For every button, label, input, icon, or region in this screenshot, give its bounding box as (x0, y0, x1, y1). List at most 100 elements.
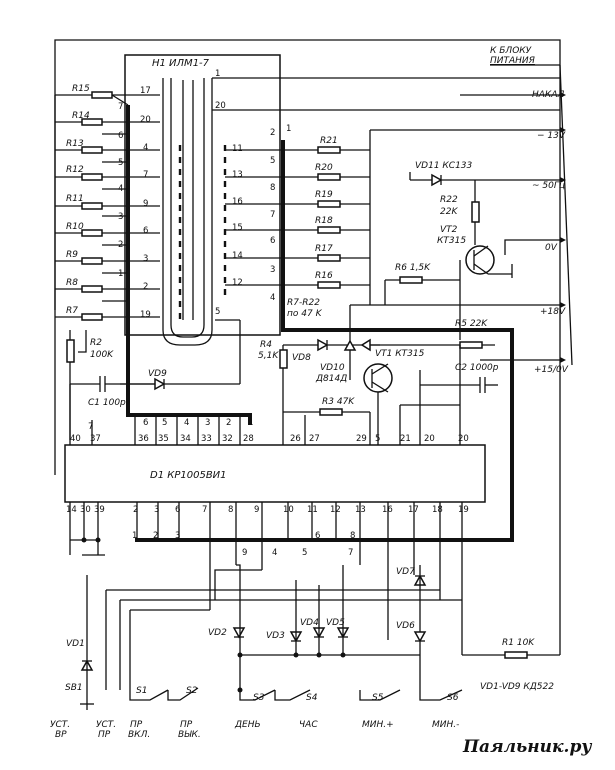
svg-text:8: 8 (350, 531, 355, 541)
svg-text:R3 47K: R3 47K (322, 397, 355, 407)
svg-text:VD5: VD5 (326, 618, 345, 628)
chip-d1: D1 КР1005ВИ1 40 7 37 6 36 5 35 4 34 3 33… (64, 384, 486, 556)
svg-text:18: 18 (432, 505, 443, 515)
svg-text:30: 30 (80, 505, 91, 515)
svg-text:ПР: ПР (98, 730, 111, 740)
svg-text:КТ315: КТ315 (437, 236, 466, 246)
svg-text:3: 3 (205, 418, 210, 428)
svg-text:R14: R14 (72, 111, 90, 121)
svg-text:+18V: +18V (540, 307, 566, 317)
svg-text:32: 32 (222, 434, 233, 444)
svg-text:1: 1 (286, 124, 291, 134)
svg-text:28: 28 (243, 434, 254, 444)
middle-components: R2 100K C1 100р VD9 R4 5,1K VD8 VD10 Д81… (66, 161, 513, 440)
svg-text:− 13V: − 13V (537, 131, 566, 141)
svg-text:4: 4 (270, 293, 275, 303)
svg-text:9: 9 (254, 505, 259, 515)
svg-text:R9: R9 (66, 250, 78, 260)
svg-text:9: 9 (242, 548, 247, 558)
svg-text:C1 100р: C1 100р (88, 398, 126, 408)
svg-text:7: 7 (348, 548, 353, 558)
svg-text:R8: R8 (66, 278, 78, 288)
svg-text:8: 8 (270, 183, 275, 193)
svg-text:6: 6 (175, 505, 180, 515)
svg-text:R16: R16 (315, 271, 333, 281)
svg-text:2: 2 (226, 418, 231, 428)
svg-text:ВР: ВР (55, 730, 67, 740)
indicator-h1: H1 ИЛМ1-7 1 20 11 13 16 15 14 12 5 17 20… (124, 54, 560, 346)
left-resistors: R15 R14 R13 R12 R11 R10 R9 R8 R7 (54, 84, 252, 425)
svg-text:7: 7 (270, 210, 275, 220)
svg-text:40: 40 (70, 434, 81, 444)
svg-text:2: 2 (143, 282, 148, 292)
svg-text:5: 5 (270, 156, 275, 166)
svg-text:4: 4 (143, 143, 148, 153)
svg-text:R12: R12 (66, 165, 84, 175)
svg-text:VD4: VD4 (300, 618, 319, 628)
svg-text:1: 1 (215, 69, 220, 79)
svg-text:0V: 0V (545, 243, 558, 253)
svg-text:по 47 K: по 47 K (287, 309, 323, 319)
svg-text:3: 3 (118, 212, 123, 222)
svg-text:6: 6 (315, 531, 320, 541)
svg-text:8: 8 (228, 505, 233, 515)
svg-text:К БЛОКУ: К БЛОКУ (490, 46, 532, 56)
svg-text:УСТ.: УСТ. (50, 720, 70, 730)
svg-text:27: 27 (309, 434, 320, 444)
svg-text:2: 2 (153, 531, 158, 541)
svg-text:20: 20 (458, 434, 469, 444)
svg-text:R2: R2 (90, 338, 102, 348)
svg-text:ВЫК.: ВЫК. (178, 730, 201, 740)
svg-text:R15: R15 (72, 84, 90, 94)
svg-text:4: 4 (184, 418, 189, 428)
svg-text:~ 50Гц: ~ 50Гц (532, 181, 565, 191)
svg-text:6: 6 (118, 131, 123, 141)
svg-text:МИН.-: МИН.- (432, 720, 459, 730)
svg-text:Паяльник.ру: Паяльник.ру (462, 737, 592, 757)
svg-text:R18: R18 (315, 216, 333, 226)
svg-text:17: 17 (140, 86, 151, 96)
svg-text:1: 1 (118, 269, 123, 279)
svg-text:13: 13 (232, 170, 243, 180)
svg-text:R17: R17 (315, 244, 333, 254)
svg-text:39: 39 (94, 505, 105, 515)
svg-text:12: 12 (232, 278, 243, 288)
svg-text:5: 5 (118, 158, 123, 168)
svg-text:4: 4 (272, 548, 277, 558)
svg-text:19: 19 (140, 310, 151, 320)
svg-text:ДЕНЬ: ДЕНЬ (234, 720, 261, 730)
svg-text:+15/0V: +15/0V (534, 365, 569, 375)
svg-text:R21: R21 (320, 136, 338, 146)
svg-text:6: 6 (143, 226, 148, 236)
svg-text:2: 2 (270, 128, 275, 138)
svg-text:R20: R20 (315, 163, 333, 173)
svg-text:9: 9 (143, 199, 148, 209)
svg-text:21: 21 (400, 434, 411, 444)
svg-text:Д814Д: Д814Д (315, 374, 347, 384)
svg-text:УСТ.: УСТ. (96, 720, 116, 730)
indicator-ref: H1 ИЛМ1-7 (152, 58, 210, 69)
svg-text:МИН.+: МИН.+ (362, 720, 394, 730)
svg-text:VD1-VD9 КД522: VD1-VD9 КД522 (480, 682, 554, 692)
svg-text:R4: R4 (260, 340, 272, 350)
svg-text:34: 34 (180, 434, 191, 444)
svg-text:ЧАС: ЧАС (299, 720, 318, 730)
svg-text:22K: 22K (440, 207, 458, 217)
svg-text:14: 14 (66, 505, 77, 515)
svg-text:37: 37 (90, 434, 101, 444)
svg-text:VD1: VD1 (66, 639, 85, 649)
svg-text:VT2: VT2 (440, 225, 458, 235)
svg-text:33: 33 (201, 434, 212, 444)
svg-text:ПР: ПР (130, 720, 143, 730)
svg-text:VD7: VD7 (396, 567, 415, 577)
svg-text:2: 2 (133, 505, 138, 515)
right-resistors: R21 R20 R19 R18 R17 R16 2 5 8 7 6 3 4 1 … (225, 124, 514, 542)
svg-text:ПИТАНИЯ: ПИТАНИЯ (490, 56, 535, 66)
svg-text:VD2: VD2 (208, 628, 227, 638)
svg-text:7: 7 (88, 422, 93, 432)
svg-text:6: 6 (270, 236, 275, 246)
svg-text:5: 5 (162, 418, 167, 428)
svg-text:ВКЛ.: ВКЛ. (128, 730, 150, 740)
svg-text:S4: S4 (306, 693, 318, 703)
watermark: Паяльник.ру (460, 731, 610, 761)
